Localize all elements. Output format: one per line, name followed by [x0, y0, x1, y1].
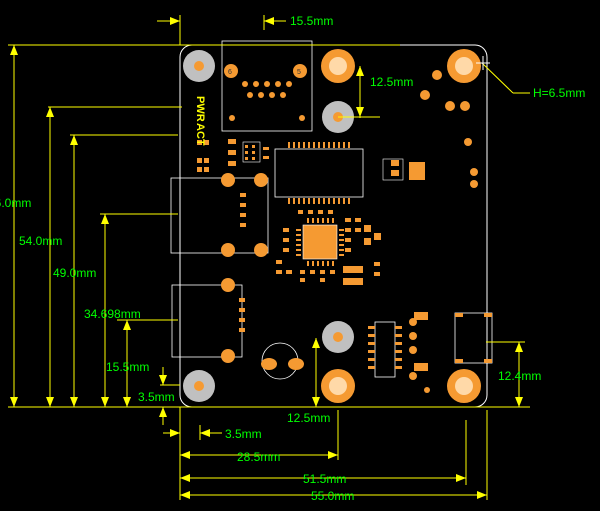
mcu-pins	[296, 218, 344, 266]
dim-height-15: 15.5mm	[106, 360, 149, 374]
dim-right-12-4: 12.4mm	[498, 369, 541, 383]
dim-bottom-12-5: 12.5mm	[287, 411, 330, 425]
ethernet-pad-label-5: 5	[297, 69, 301, 76]
dim-top-width: 15.5mm	[290, 14, 333, 28]
dim-height-49: 49.0mm	[53, 266, 96, 280]
dim-side-margin: 12.5mm	[370, 75, 413, 89]
dim-bottom-51-5: 51.5mm	[303, 472, 346, 486]
usb-pads	[221, 173, 268, 257]
ethernet-outline	[221, 40, 313, 132]
dim-hole-diameter: H=6.5mm	[533, 86, 585, 100]
buzzer-pad-right	[288, 358, 304, 370]
right-component-pads	[414, 312, 492, 371]
usb-connector-2-outline	[171, 284, 243, 358]
dim-bottom-3-5: 3.5mm	[225, 427, 262, 441]
smd-components	[197, 139, 425, 285]
small-pads	[409, 70, 478, 393]
buzzer-pad-left	[261, 358, 277, 370]
right-component-outline	[454, 312, 493, 364]
usb-connector-outline	[170, 177, 269, 254]
dimension-arrows	[10, 17, 523, 499]
ethernet-pads	[224, 64, 307, 121]
pwr-label: PWR	[194, 96, 206, 122]
act-label: ACT	[194, 123, 206, 146]
dim-bottom-28-5: 28.5mm	[237, 450, 280, 464]
usb2-pads	[221, 278, 245, 363]
hole-crosshair	[476, 56, 490, 70]
dim-bottom-55: 55.0mm	[311, 489, 354, 503]
dip-chip-outline	[374, 321, 396, 378]
dim-height-3: 3.5mm	[138, 390, 175, 404]
dim-height-56: 56.0mm	[0, 196, 31, 210]
mounting-holes-orange	[321, 49, 481, 403]
ethernet-pad-label-6: 6	[228, 69, 232, 76]
dim-height-34: 34.698mm	[84, 307, 141, 321]
qfp-pins	[288, 142, 350, 204]
dim-height-54: 54.0mm	[19, 234, 62, 248]
dimension-lines	[8, 15, 530, 500]
dip-pins	[368, 326, 402, 369]
qfp-chip-outline	[274, 148, 364, 198]
mcu-chip	[302, 224, 338, 260]
